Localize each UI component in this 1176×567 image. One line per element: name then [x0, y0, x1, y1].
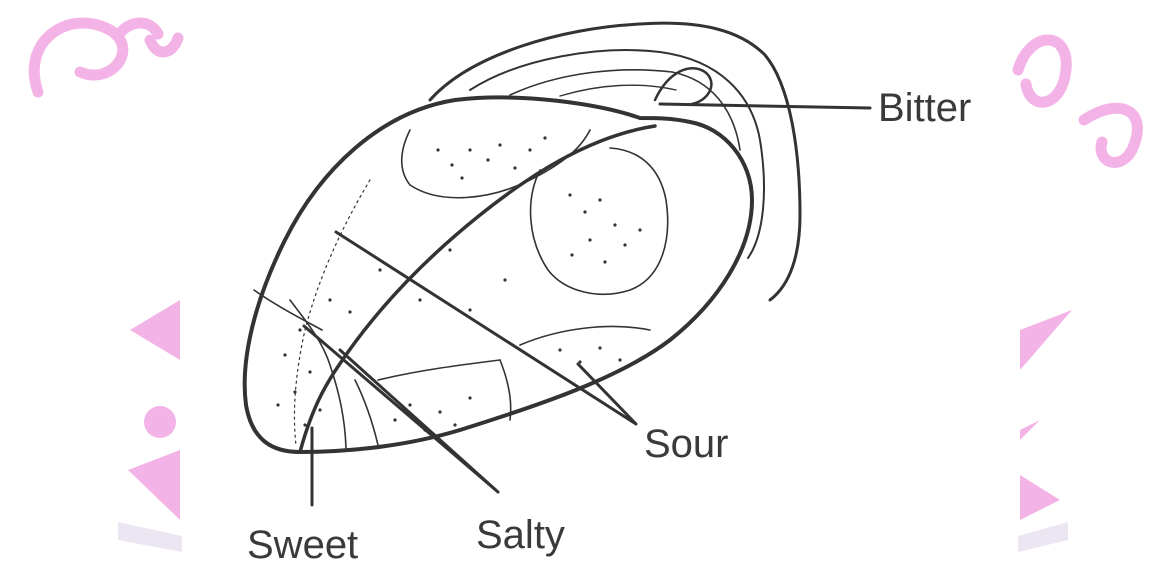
sweet-label: Sweet: [247, 525, 358, 565]
watermark-arc-left-bottom: [128, 450, 180, 520]
bitter-leader-line: [660, 104, 870, 108]
watermark: [34, 23, 1137, 552]
throat-fold-inner-1: [470, 50, 764, 258]
watermark-arc-right-bottom: [1020, 475, 1060, 520]
watermark-script-left: [34, 23, 178, 92]
watermark-arc-left: [130, 300, 180, 360]
sour-label: Sour: [644, 424, 729, 464]
sour-region-boundary-lower: [500, 326, 650, 420]
watermark-band: [118, 522, 182, 552]
bitter-label: Bitter: [878, 88, 971, 128]
sweet-region-boundary: [254, 290, 322, 330]
tip-region-boundary: [290, 300, 346, 448]
bitter-region-boundary: [402, 130, 590, 198]
watermark-dot-left: [144, 406, 176, 438]
watermark-arc-right: [1020, 310, 1072, 370]
watermark-script-right: [1018, 40, 1137, 162]
sour-region-boundary-right: [531, 148, 668, 294]
watermark-band-right: [1018, 522, 1068, 552]
salty-label: Salty: [476, 515, 565, 555]
tongue-drawing: [245, 23, 800, 452]
lateral-dotted-edge: [294, 180, 370, 445]
epiglottis-bump: [655, 68, 711, 104]
watermark-arc-right-mid: [1020, 420, 1040, 440]
salty-leader-line: [304, 326, 498, 492]
